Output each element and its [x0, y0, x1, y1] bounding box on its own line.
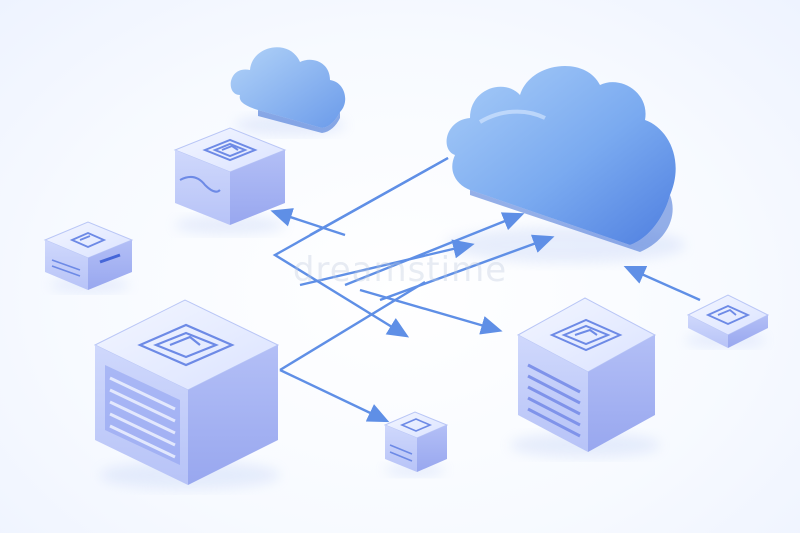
connection-arrow-icon — [344, 212, 525, 287]
chip-icon — [705, 305, 751, 325]
server-icon — [527, 363, 581, 438]
server-box-large — [93, 299, 280, 485]
connection-arrow-icon — [623, 266, 701, 302]
chip-icon — [137, 323, 235, 367]
chip-box-top-left — [173, 127, 287, 225]
server-icon — [105, 365, 180, 465]
chip-box-left — [43, 221, 134, 290]
connection-lines — [270, 156, 701, 423]
small-cloud-icon — [230, 47, 346, 133]
chip-icon — [202, 138, 258, 162]
connection-arrow-icon — [279, 368, 390, 423]
server-box-right — [516, 297, 657, 452]
connection-line — [309, 156, 449, 237]
connection-line — [279, 280, 426, 372]
connection-arrow-icon — [379, 234, 555, 302]
large-cloud-icon — [446, 65, 676, 252]
chip-box-right — [686, 294, 770, 348]
connection-arrow-icon — [299, 239, 475, 287]
connection-arrow-icon — [359, 288, 503, 335]
chip-icon — [69, 232, 107, 248]
chip-box-bottom — [383, 411, 449, 472]
connection-arrow-icon — [270, 208, 346, 237]
chip-icon — [549, 318, 623, 352]
chip-icon — [399, 418, 433, 432]
